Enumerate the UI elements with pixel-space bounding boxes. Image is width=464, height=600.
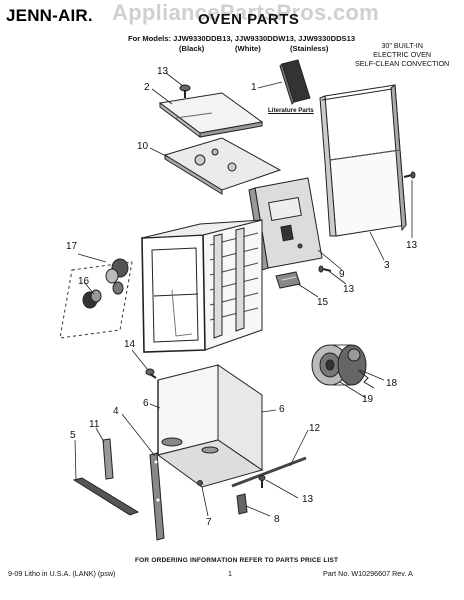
variant-stainless: (Stainless) [290, 44, 329, 53]
description-line: SELF-CLEAN CONVECTION [355, 59, 450, 68]
callout-8: 8 [274, 514, 280, 525]
litho-info: 9-09 Litho in U.S.A. (LANK) (psw) [8, 569, 116, 578]
callout-15: 15 [317, 297, 329, 308]
callout-6: 6 [279, 404, 285, 415]
callout-18: 18 [386, 378, 398, 389]
callout-6: 6 [143, 398, 149, 409]
callout-4: 4 [113, 406, 119, 417]
vent-bracket [102, 438, 114, 480]
page-title: OVEN PARTS [198, 11, 300, 28]
convection-fan [311, 344, 375, 389]
screw [145, 368, 157, 379]
leader-lines [74, 72, 413, 517]
variant-black: (Black) [179, 44, 205, 53]
outer-wrapper [319, 84, 407, 237]
screw [403, 171, 416, 179]
literature-booklet [279, 59, 311, 105]
page-number: 1 [228, 569, 232, 578]
callout-3: 3 [384, 260, 390, 271]
oven-cavity [141, 219, 263, 353]
callout-13: 13 [343, 284, 355, 295]
callout-16: 16 [78, 276, 90, 287]
callout-13: 13 [157, 66, 169, 77]
oven-description: 30" BUILT-IN ELECTRIC OVEN SELF-CLEAN CO… [355, 41, 449, 68]
screw [197, 480, 203, 486]
callout-14: 14 [124, 339, 136, 350]
watermark: AppliancePartsPros.com [112, 0, 380, 25]
callout-13: 13 [302, 494, 314, 505]
callout-5: 5 [70, 430, 76, 441]
connector [236, 493, 248, 515]
ordering-note: FOR ORDERING INFORMATION REFER TO PARTS … [135, 557, 339, 564]
bracket [275, 271, 301, 289]
callout-9: 9 [339, 269, 345, 280]
trim-strip [72, 477, 140, 516]
literature-parts-label: Literature Parts [268, 107, 314, 114]
side-rail [149, 452, 165, 541]
callout-2: 2 [144, 82, 150, 93]
callout-1: 1 [251, 82, 257, 93]
callout-19: 19 [362, 394, 374, 405]
knob-assembly [59, 258, 133, 339]
callout-13: 13 [406, 240, 418, 251]
callout-7: 7 [206, 517, 212, 528]
screw [258, 475, 266, 488]
insulation-plate [163, 137, 282, 195]
part-number: Part No. W10296607 Rev. A [323, 569, 413, 578]
top-panel [158, 92, 264, 138]
description-line: ELECTRIC OVEN [373, 50, 432, 59]
callout-12: 12 [309, 423, 321, 434]
callout-11: 11 [89, 419, 100, 430]
brand-logo: JENN-AIR. [6, 6, 93, 25]
screw [179, 84, 191, 98]
variant-white: (White) [235, 44, 261, 53]
rod [231, 456, 307, 488]
description-line: 30" BUILT-IN [381, 41, 423, 50]
callout-17: 17 [66, 241, 78, 252]
models-line: For Models: JJW9330DDB13, JJW9330DDW13, … [128, 34, 356, 43]
base-pan [156, 364, 264, 488]
callout-10: 10 [137, 141, 149, 152]
screw [318, 265, 332, 273]
